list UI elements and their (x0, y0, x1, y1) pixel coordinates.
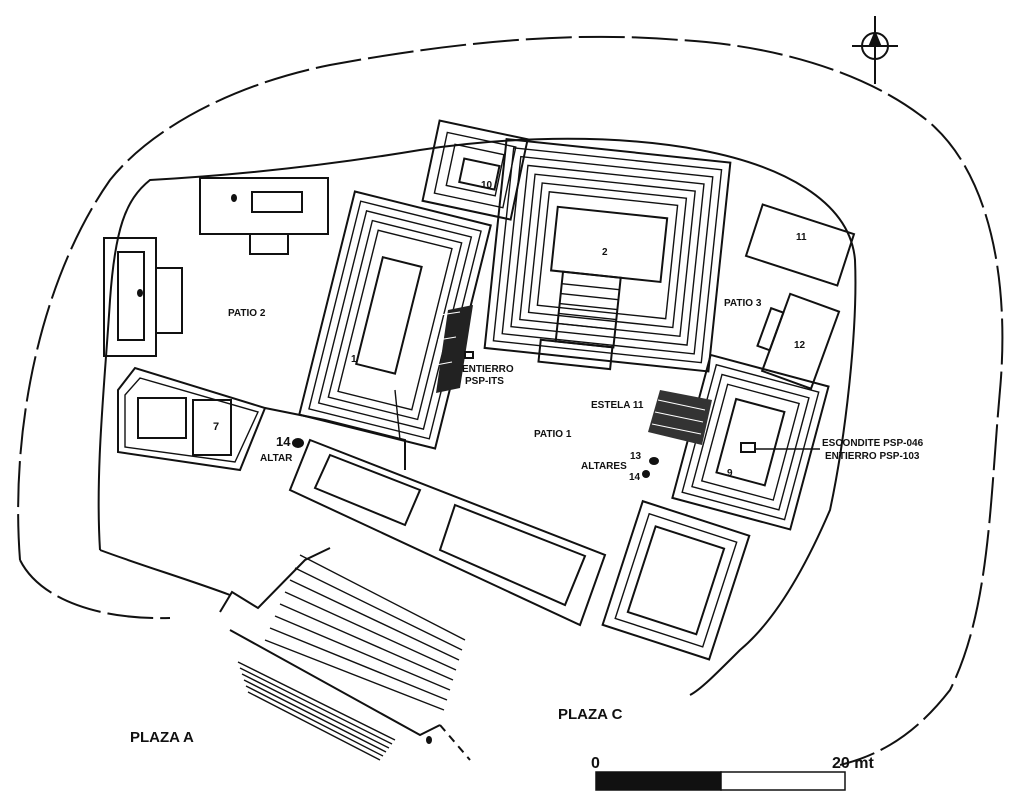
altares-14-label: 14 (629, 472, 641, 483)
structure-2 (483, 137, 732, 373)
patio-1-walls (264, 389, 406, 470)
structure-9-label: 9 (727, 468, 733, 479)
structure-12-label: 12 (794, 340, 806, 351)
altares-label: ALTARES (581, 461, 627, 472)
patio-2-label: PATIO 2 (228, 308, 266, 319)
altar-14-marker (292, 438, 304, 448)
entierro-psp-103-label: ENTIERRO PSP-103 (825, 451, 920, 462)
patio-3-label: PATIO 3 (724, 298, 762, 309)
structure-west (103, 237, 183, 357)
site-boundary-dashed (17, 35, 1004, 766)
scale-bar-end-label: 20 mt (832, 755, 874, 772)
structure-12 (756, 292, 841, 390)
structure-7 (117, 366, 267, 472)
patio-1-label: PATIO 1 (534, 429, 572, 440)
altar-13-marker (649, 457, 659, 465)
plaza-a-label: PLAZA A (130, 729, 194, 746)
structure-nw (199, 177, 329, 255)
altares-13-label: 13 (630, 451, 642, 462)
estela-11-label: ESTELA 11 (591, 400, 644, 411)
entierro-psp-its-marker (464, 351, 474, 359)
grand-stairway (219, 547, 471, 761)
altar-14-label: 14 (276, 434, 291, 449)
structure-se (601, 499, 751, 661)
scale-bar-start-label: 0 (591, 755, 600, 772)
structure-1-label: 1 (351, 354, 357, 365)
altar-label: ALTAR (260, 453, 293, 464)
plaza-c-label: PLAZA C (558, 706, 623, 723)
site-boundary-west (19, 559, 171, 620)
scale-bar (595, 771, 846, 791)
entierro-psp-its-label-1: ENTIERRO (462, 364, 514, 375)
structure-1-stair (435, 305, 473, 393)
escondite-marker (740, 442, 756, 453)
structure-11-label: 11 (796, 232, 807, 243)
north-arrow-icon (852, 16, 898, 84)
structure-2-label: 2 (602, 247, 608, 258)
structure-11 (744, 203, 856, 287)
platform-outline (97, 137, 857, 696)
altar-14b-marker (642, 470, 650, 478)
structure-south-range (288, 438, 607, 627)
escondite-label: ESCONDITE PSP-046 (822, 438, 924, 449)
entierro-psp-its-label-2: PSP-ITS (465, 376, 504, 387)
structure-9-stair (648, 390, 712, 445)
platform-outline-sw (99, 549, 231, 596)
structure-7-label: 7 (213, 421, 219, 433)
structure-10-label: 10 (481, 180, 493, 191)
